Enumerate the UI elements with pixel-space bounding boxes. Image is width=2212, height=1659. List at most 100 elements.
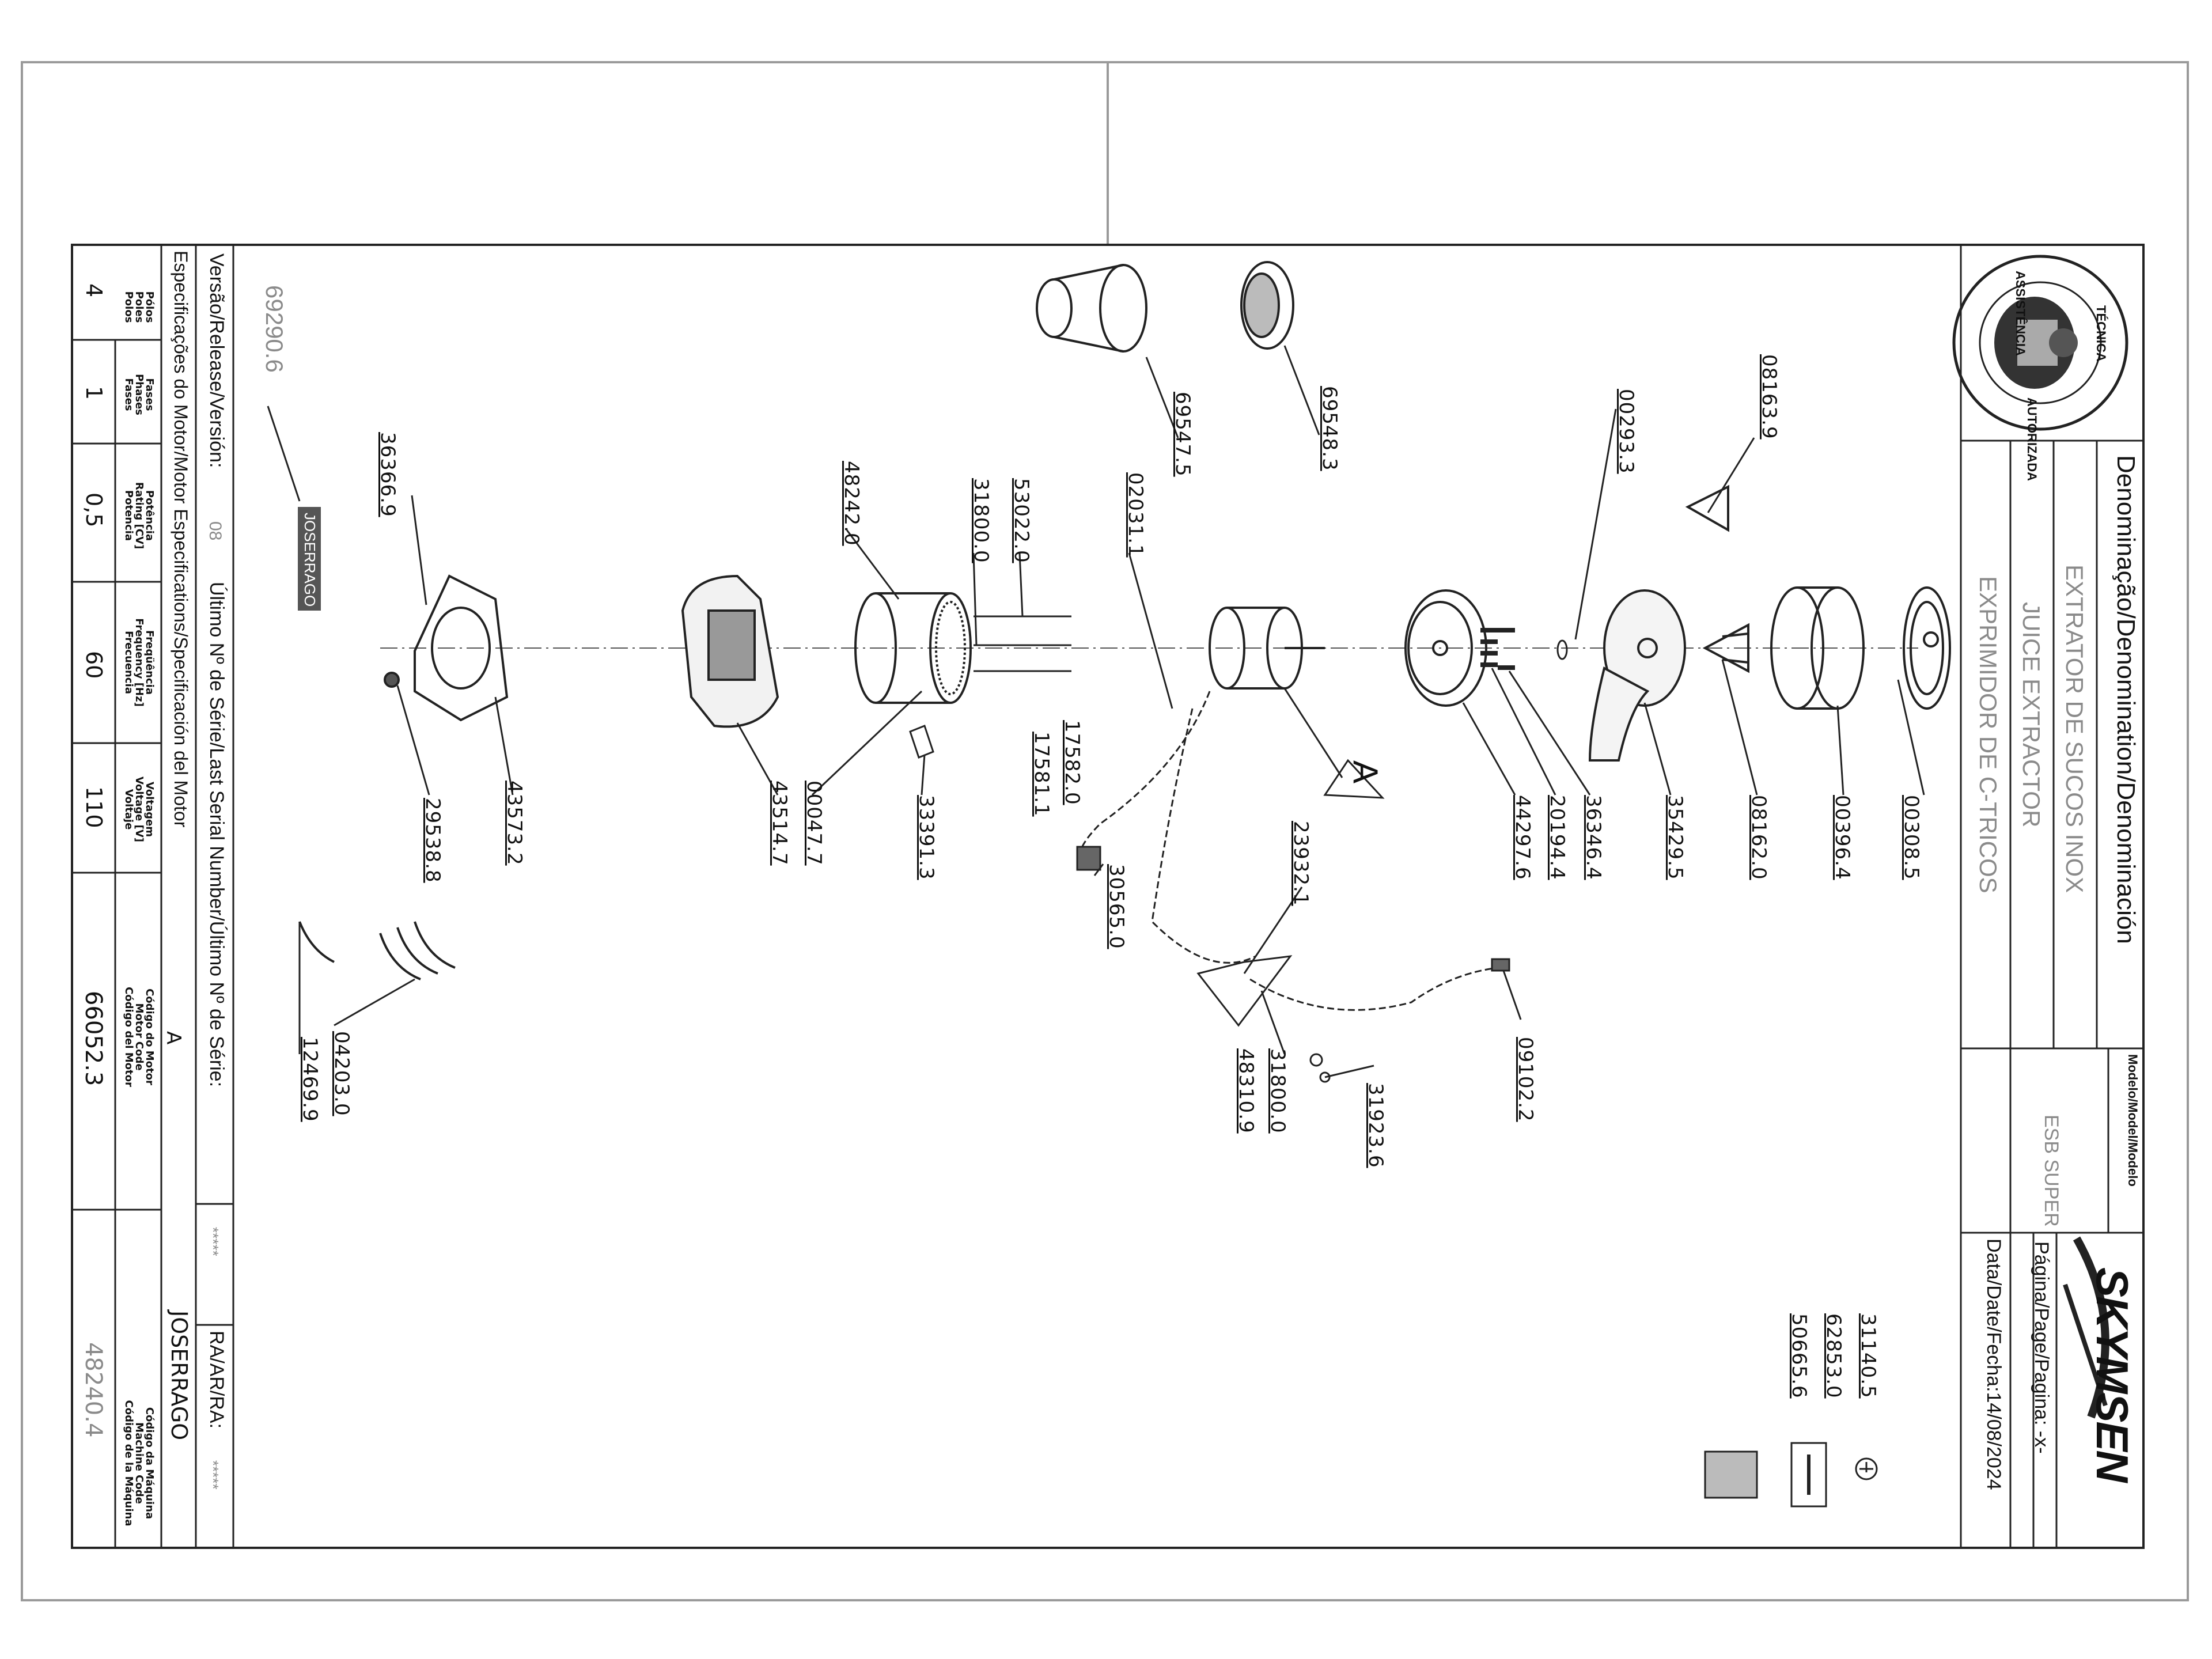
part-label: 62853.0 bbox=[1822, 1313, 1845, 1399]
model-label: Modelo/Model/Modelo bbox=[2126, 1054, 2140, 1187]
stamp-name: JOSERRAGO bbox=[301, 513, 319, 607]
part-plug-09102-2 bbox=[1491, 958, 1510, 972]
part-filter-69548-3 bbox=[1240, 261, 1294, 350]
part-label-33391-3 bbox=[909, 725, 934, 759]
stamp-barcode bbox=[298, 507, 321, 611]
part-label: 50665.6 bbox=[1787, 1313, 1810, 1399]
part-drum-48242-0 bbox=[854, 592, 972, 704]
part-label: 31800.0 bbox=[1266, 1048, 1289, 1134]
part-ground-31140-5 bbox=[1855, 1457, 1878, 1480]
leader-lines bbox=[267, 345, 1925, 1078]
designer-name: JOSERRAGO bbox=[166, 1310, 192, 1441]
last-serial-value: ***** bbox=[204, 1227, 222, 1256]
last-serial-label: Último Nº de Série/Last Serial Number/Úl… bbox=[206, 582, 228, 1088]
part-label: 08163.9 bbox=[1758, 354, 1781, 440]
part-label: 44297.6 bbox=[1511, 795, 1534, 880]
part-label: 36346.4 bbox=[1582, 795, 1605, 880]
part-rods-53022-0 bbox=[974, 615, 1071, 672]
part-label: 20194.4 bbox=[1546, 795, 1569, 880]
part-label: 53022.0 bbox=[1010, 478, 1033, 563]
date-label: Data/Date/Fecha:14/08/2024 bbox=[1983, 1238, 2005, 1490]
part-label: 33391.3 bbox=[915, 795, 938, 880]
part-label: 00308.5 bbox=[1900, 795, 1923, 880]
part-base-43573-2 bbox=[384, 574, 509, 722]
version-label: Versão/Release/Versión: bbox=[206, 253, 228, 468]
part-cord-31923-6 bbox=[1309, 1053, 1331, 1083]
val-phases: 1 bbox=[81, 386, 107, 400]
part-motor-a bbox=[1209, 607, 1325, 690]
val-rating: 0,5 bbox=[81, 493, 107, 528]
info-block-grid bbox=[72, 245, 234, 1549]
part-label: 43514.7 bbox=[768, 781, 791, 866]
seal-text-top: ASSISTÊNCIA bbox=[2013, 271, 2028, 356]
part-label: 69548.3 bbox=[1318, 386, 1341, 471]
part-label: 04203.0 bbox=[330, 1031, 353, 1116]
part-label: 17581.1 bbox=[1030, 732, 1053, 817]
brand-name: SKYMSEN bbox=[2087, 1267, 2138, 1482]
diagram-letter: A bbox=[1346, 760, 1385, 784]
part-label: 00293.3 bbox=[1615, 389, 1638, 474]
product-name-es: EXPRIMIDOR DE C-TRICOS bbox=[1975, 576, 2002, 893]
part-label-62853-0 bbox=[1790, 1442, 1827, 1508]
stamp-code: 69290.6 bbox=[261, 285, 288, 373]
part-housing-44297-6 bbox=[1404, 589, 1487, 707]
part-label: 35429.5 bbox=[1664, 795, 1687, 880]
motor-indicator-triangle bbox=[1283, 688, 1385, 799]
val-frequency: 60 bbox=[81, 651, 107, 679]
seal-text-bottom: AUTORIZADA bbox=[2025, 397, 2039, 482]
page-label: Página/Page/Pagina: -x- bbox=[2031, 1241, 2052, 1454]
denomination-label: Denominação/Denomination/Denominación bbox=[2112, 455, 2140, 944]
part-label: 43573.2 bbox=[503, 781, 526, 866]
part-label: 17582.0 bbox=[1060, 720, 1084, 805]
part-label: 36366.9 bbox=[376, 432, 399, 517]
skymsen-logo-mark bbox=[2063, 1236, 2109, 1419]
version-value: 08 bbox=[206, 521, 225, 541]
authorized-service-seal bbox=[1952, 255, 2128, 431]
motor-letter: A bbox=[162, 1031, 185, 1045]
val-poles: 4 bbox=[81, 283, 107, 298]
part-cable-23932-1 bbox=[1196, 955, 1293, 1027]
part-label: 31923.6 bbox=[1364, 1083, 1387, 1168]
part-screws-20194-4 bbox=[1480, 628, 1515, 670]
drawing-border bbox=[71, 244, 2145, 1549]
part-label: 48242.0 bbox=[840, 461, 863, 546]
part-label: 31800.0 bbox=[969, 478, 993, 563]
part-label: 31140.5 bbox=[1857, 1313, 1880, 1399]
motor-spec-label: Especificações do Motor/Motor Especifica… bbox=[171, 251, 191, 828]
title-block-grid bbox=[1960, 245, 2143, 1548]
val-machine-code: 48240.4 bbox=[80, 1342, 107, 1438]
product-name-en: JUICE EXTRACTOR bbox=[2018, 602, 2045, 828]
part-label: 12469.9 bbox=[298, 1037, 321, 1122]
part-label: 09102.2 bbox=[1514, 1037, 1537, 1122]
part-lever-35429-5 bbox=[1588, 589, 1686, 762]
part-switch-30565-0 bbox=[1076, 846, 1101, 871]
seal-text-mid: TÉCNICA bbox=[2094, 305, 2108, 362]
part-label: 00396.4 bbox=[1831, 795, 1854, 880]
part-label: 02031.1 bbox=[1124, 472, 1147, 558]
part-label: 48310.9 bbox=[1234, 1048, 1257, 1134]
part-cone-08163-9 bbox=[1685, 484, 1729, 532]
part-label: 69547.5 bbox=[1171, 392, 1194, 477]
part-sticker-50665-6 bbox=[1704, 1450, 1758, 1499]
ra-label: RA/AR/RA: bbox=[206, 1331, 228, 1429]
model-value: ESB SUPER bbox=[2040, 1115, 2062, 1227]
part-label: 23932.1 bbox=[1289, 821, 1312, 906]
part-body-43514-7 bbox=[681, 574, 779, 728]
product-name-pt: EXTRATOR DE SUCOS INOX bbox=[2061, 565, 2088, 893]
part-cap-00308-5 bbox=[1903, 586, 1951, 710]
part-basket-69547-5 bbox=[1036, 264, 1147, 353]
part-clips-04203-0 bbox=[298, 921, 456, 980]
outer-frame bbox=[21, 61, 2189, 1601]
part-washer-00293-3 bbox=[1556, 639, 1568, 660]
ra-value: ***** bbox=[204, 1460, 222, 1490]
val-voltage: 110 bbox=[81, 786, 107, 828]
part-cone-08162-0 bbox=[1702, 623, 1749, 673]
